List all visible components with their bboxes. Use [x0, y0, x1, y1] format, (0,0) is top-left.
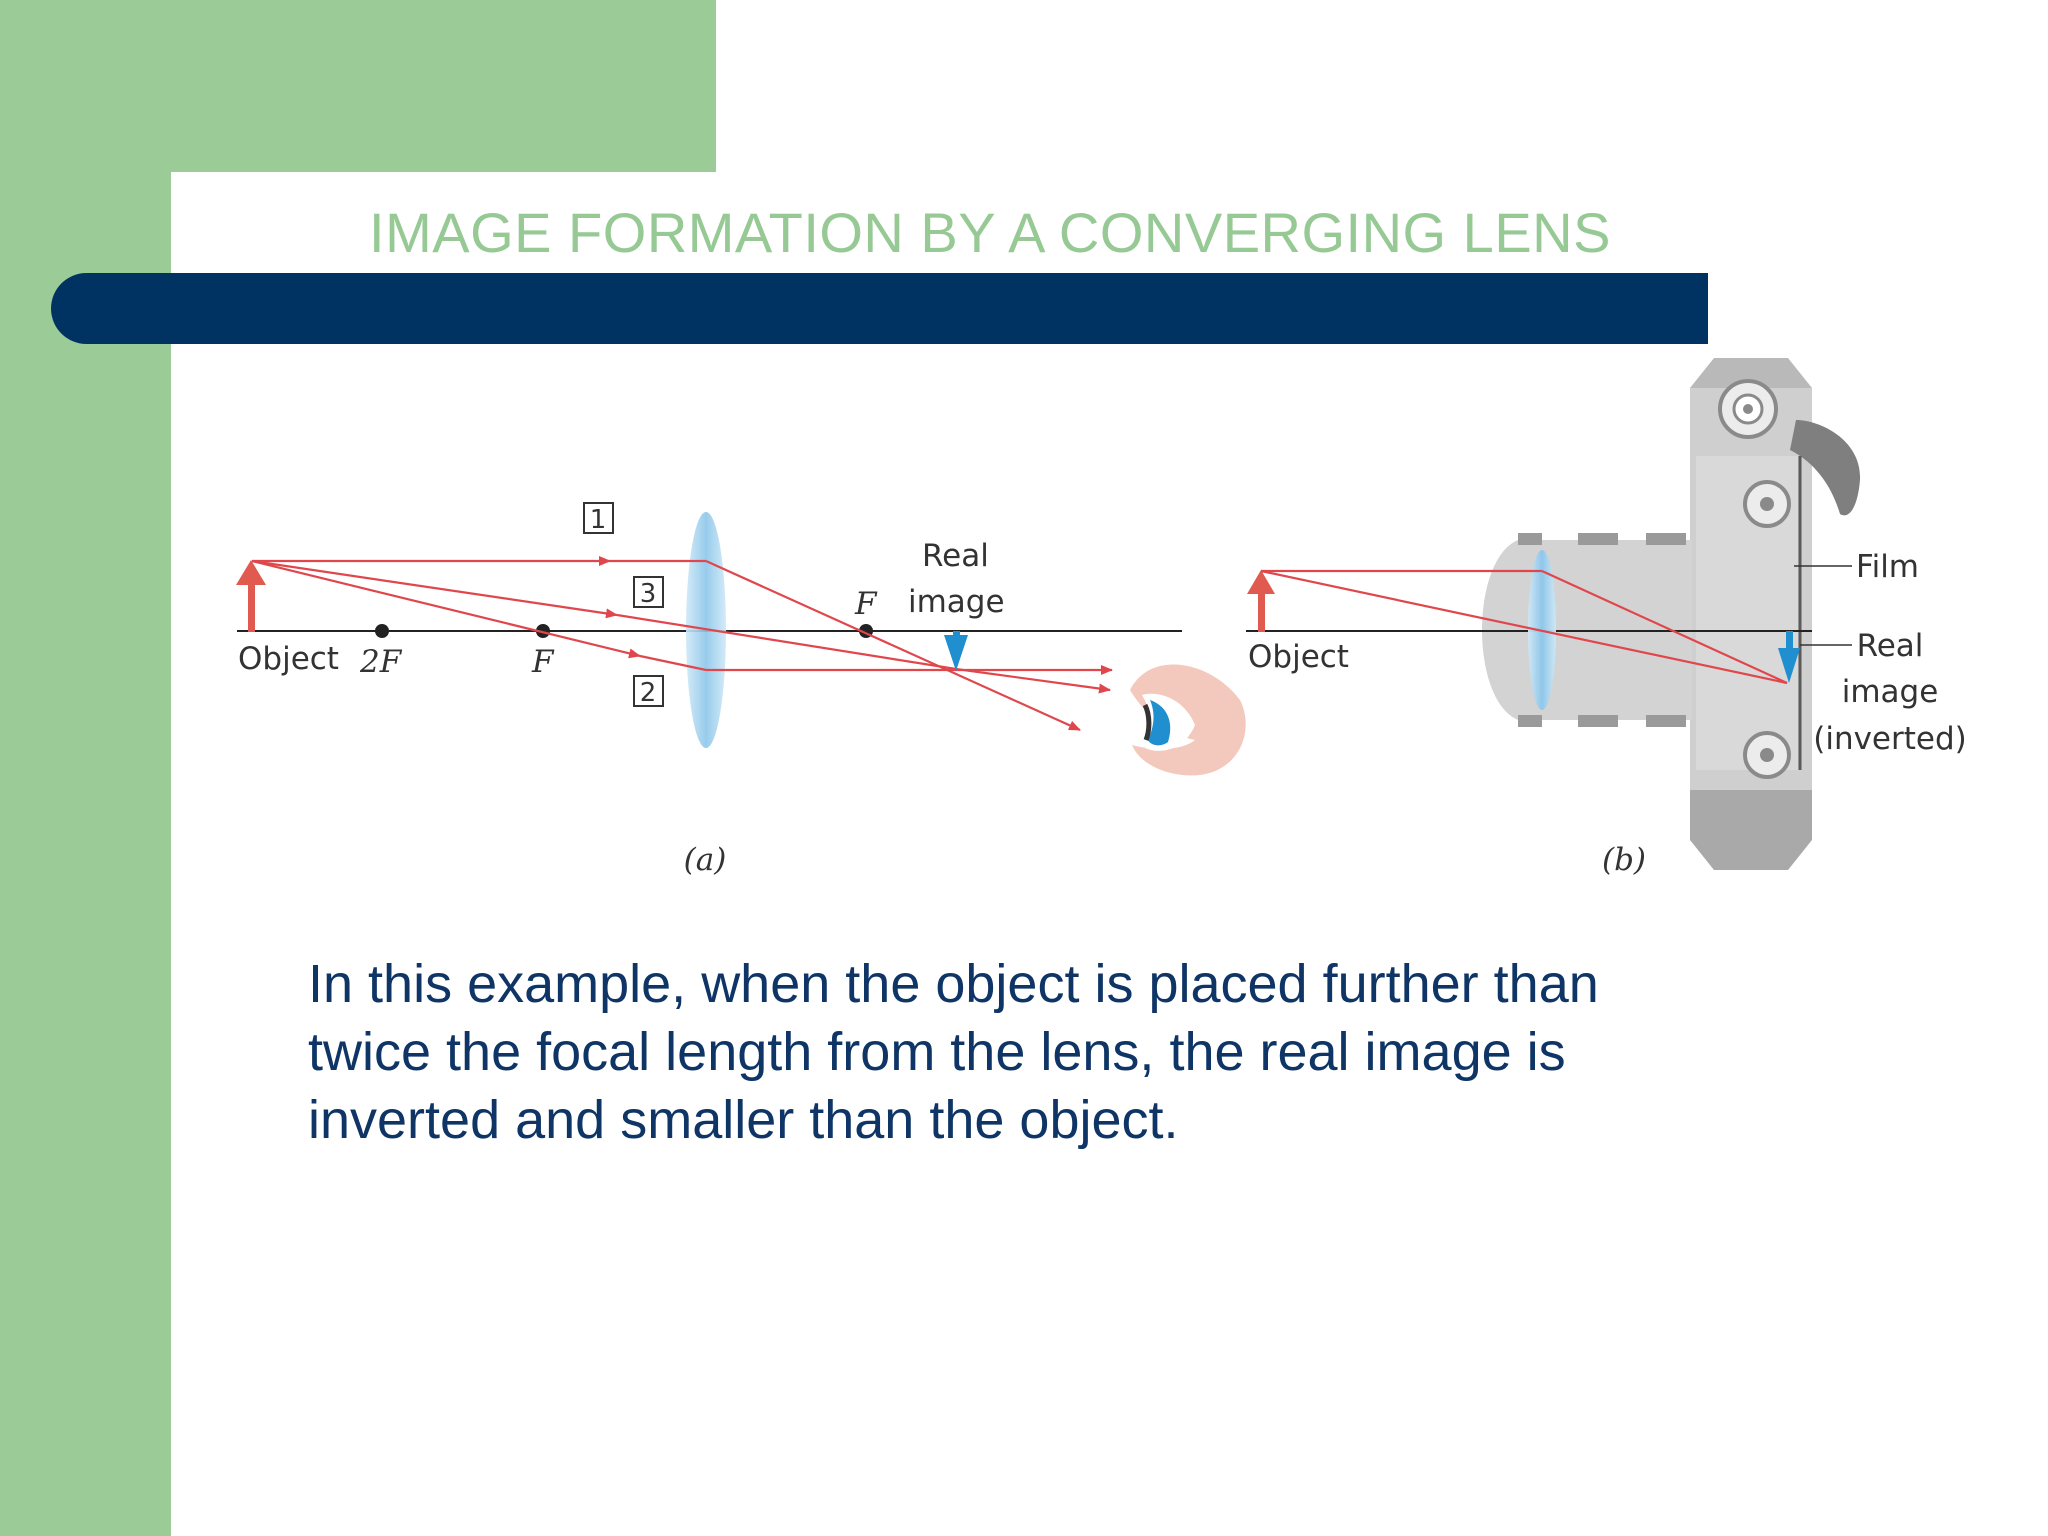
green-accent-left [0, 0, 171, 1536]
svg-text:3: 3 [640, 579, 657, 609]
image-label-b: image [1842, 674, 1939, 710]
point-f-left [536, 624, 550, 638]
eye-icon [1130, 664, 1246, 776]
inverted-label-b: (inverted) [1813, 721, 1967, 757]
film-label: Film [1856, 549, 1919, 585]
real-label-a: Real [922, 538, 989, 574]
body-paragraph: In this example, when the object is plac… [308, 950, 1728, 1154]
svg-text:2: 2 [640, 678, 657, 708]
ray-3-continued [955, 667, 1111, 694]
ray-label-2: 2 [633, 675, 664, 708]
ray-b-center [1260, 569, 1788, 685]
ray-lines-b [1260, 569, 1788, 685]
body-line-1: In this example, when the object is plac… [308, 954, 1599, 1014]
title-underline-bar [51, 273, 1708, 344]
slide-title: IMAGE FORMATION BY A CONVERGING LENS [369, 201, 1611, 264]
object-label-b: Object [1248, 639, 1349, 675]
object-label-a: Object [238, 641, 339, 677]
ray-lines-a [251, 556, 1113, 732]
ray-1-refracted [705, 559, 1081, 732]
ray-2-incident-tail [639, 654, 707, 672]
ray-3-through-center [616, 613, 957, 671]
ray-3-incident [251, 559, 618, 619]
body-line-2: twice the focal length from the lens, th… [308, 1022, 1566, 1082]
body-line-3: inverted and smaller than the object. [308, 1090, 1179, 1150]
twof-label: 2F [359, 644, 403, 680]
f-right-label: F [854, 586, 878, 622]
ray-b-refracted [1541, 569, 1788, 685]
real-image-arrow-a [944, 631, 968, 671]
f-left-label: F [531, 644, 555, 680]
ray-label-3: 3 [633, 576, 664, 609]
image-label-a: image [908, 584, 1005, 620]
svg-text:1: 1 [590, 505, 607, 535]
object-arrow-b [1247, 570, 1275, 632]
object-arrow-a [236, 560, 266, 632]
figure-a: 1 3 2 Object 2F F F Real image (a) [236, 502, 1246, 878]
ray-label-1: 1 [583, 502, 614, 535]
caption-b: (b) [1602, 842, 1646, 878]
figure-b: Object Film Real image (inverted) (b) [1246, 358, 1967, 878]
real-image-arrow-b [1778, 631, 1800, 683]
ray-2-incident [251, 559, 641, 659]
point-2f [375, 624, 389, 638]
real-label-b: Real [1857, 628, 1924, 664]
caption-a: (a) [684, 842, 727, 878]
